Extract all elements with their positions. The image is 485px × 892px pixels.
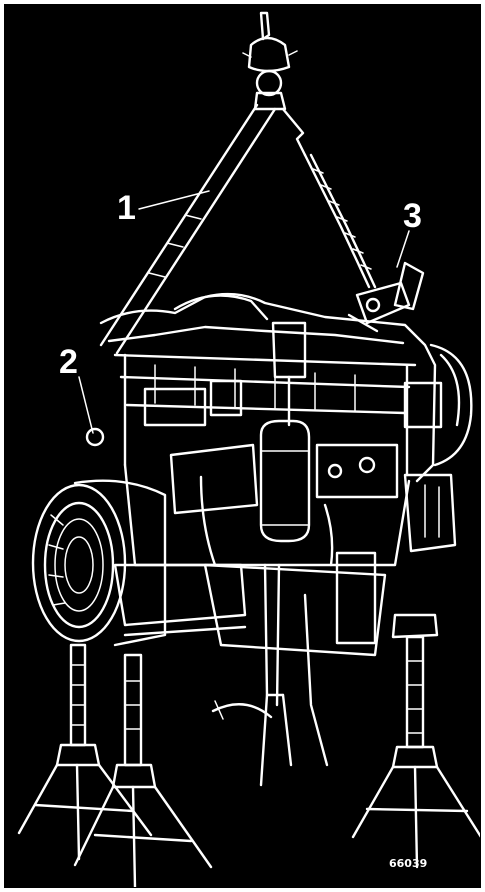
callout-3: 3 <box>403 197 422 235</box>
callout-leaders <box>78 190 410 447</box>
callout-1: 1 <box>117 189 136 227</box>
callout-2: 2 <box>59 343 78 381</box>
center-support <box>211 593 329 787</box>
lifting-eye-bracket <box>347 261 425 333</box>
lifting-chain <box>281 107 377 289</box>
flywheel-housing <box>31 479 247 647</box>
lifting-hook <box>242 11 298 111</box>
figure-reference-code: 66039 <box>389 857 427 870</box>
engine-stand-right <box>351 613 480 869</box>
engine-lift-illustration: 1 2 3 66039 <box>5 5 480 887</box>
lifting-bracket-arm <box>99 103 277 355</box>
engine-stand-left <box>17 643 213 887</box>
engine-block <box>99 292 473 707</box>
illustration-panel: 1 2 3 66039 <box>4 4 481 888</box>
